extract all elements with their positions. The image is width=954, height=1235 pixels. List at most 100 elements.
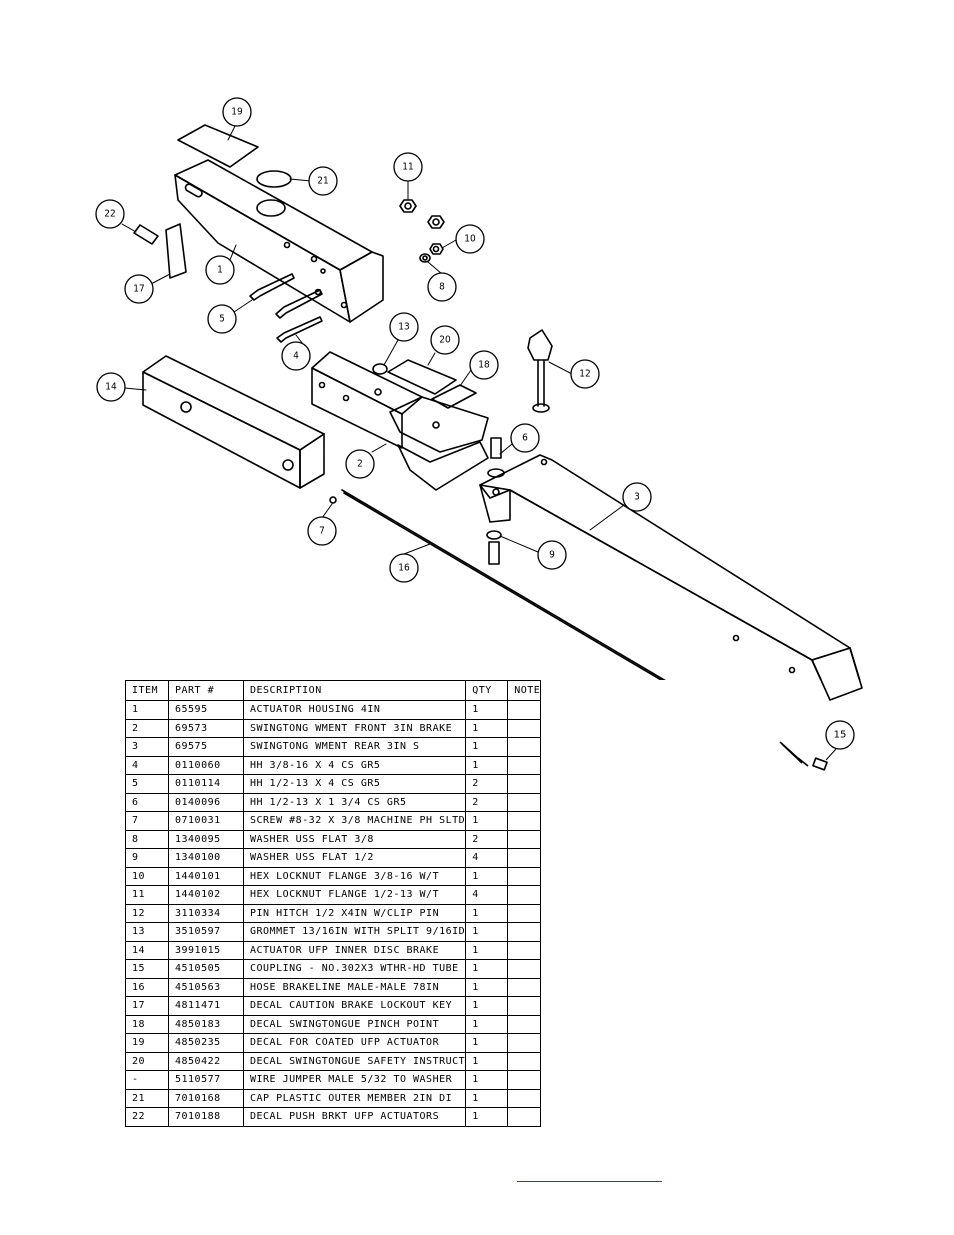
table-cell-item: 4 bbox=[125, 755, 169, 775]
callout-circle bbox=[281, 341, 311, 371]
callout-label: 19 bbox=[231, 107, 243, 118]
decal-18-drawing bbox=[431, 384, 477, 409]
table-cell-item: 14 bbox=[125, 940, 169, 960]
table-cell-desc: DECAL CAUTION BRAKE LOCKOUT KEY bbox=[242, 996, 467, 1016]
callout-label: 22 bbox=[104, 209, 115, 220]
table-cell-part: 0110114 bbox=[168, 774, 244, 794]
table-cell-note bbox=[507, 700, 542, 720]
table-cell-qty: 1 bbox=[465, 755, 509, 775]
table-cell-qty: 4 bbox=[465, 885, 509, 905]
table-cell-item: 3 bbox=[125, 737, 169, 757]
screw-drawing bbox=[329, 496, 337, 504]
column-header: DESCRIPTION bbox=[242, 680, 467, 701]
table-cell-desc: DECAL FOR COATED UFP ACTUATOR bbox=[242, 1033, 467, 1053]
inner-actuator-drawing bbox=[142, 355, 325, 489]
table-cell-item: 11 bbox=[125, 885, 169, 905]
table-cell-qty: 1 bbox=[465, 718, 509, 738]
actuator-housing-drawing bbox=[174, 159, 384, 323]
table-cell-item: 16 bbox=[125, 977, 169, 997]
table-cell-part: 4510505 bbox=[168, 959, 244, 979]
table-cell-qty: 1 bbox=[465, 922, 509, 942]
table-cell-qty: 1 bbox=[465, 1051, 509, 1071]
table-cell-qty: 1 bbox=[465, 1107, 509, 1127]
table-cell-part: 0710031 bbox=[168, 811, 244, 831]
decal-17-drawing bbox=[165, 223, 187, 279]
callout-circle bbox=[622, 482, 652, 512]
table-cell-item: 17 bbox=[125, 996, 169, 1016]
callout-circle bbox=[455, 224, 485, 254]
callout-label: 12 bbox=[579, 369, 590, 380]
callout-circle bbox=[307, 516, 337, 546]
nuts-drawing bbox=[399, 199, 445, 263]
table-cell-qty: 1 bbox=[465, 996, 509, 1016]
table-cell-part: 4850183 bbox=[168, 1014, 244, 1034]
table-cell-note bbox=[507, 718, 542, 738]
callout-label: 11 bbox=[402, 162, 413, 173]
table-cell-desc: DECAL SWINGTONGUE PINCH POINT bbox=[242, 1014, 467, 1034]
callout-label: 20 bbox=[439, 335, 451, 346]
pin-hitch-drawing bbox=[527, 329, 553, 413]
hyperlink-underline[interactable] bbox=[517, 1181, 662, 1182]
callout-label: 14 bbox=[105, 382, 117, 393]
callout-label: 10 bbox=[464, 234, 476, 245]
table-cell-desc: ACTUATOR HOUSING 4IN bbox=[242, 700, 467, 720]
table-cell-part: 1340100 bbox=[168, 848, 244, 868]
callout-label: 1 bbox=[217, 265, 223, 276]
table-cell-item: 13 bbox=[125, 922, 169, 942]
table-cell-qty: 2 bbox=[465, 774, 509, 794]
exploded-parts-diagram: 19 21 11 22 10 17 1 8 5 13 20 4 18 12 14… bbox=[95, 97, 861, 680]
table-cell-part: 0110060 bbox=[168, 755, 244, 775]
table-cell-part: 4811471 bbox=[168, 996, 244, 1016]
callout-circle bbox=[96, 372, 126, 402]
table-cell-qty: 1 bbox=[465, 737, 509, 757]
callout-circle bbox=[389, 553, 419, 583]
table-cell-note bbox=[507, 792, 542, 812]
table-cell-item: 1 bbox=[125, 700, 169, 720]
table-cell-desc: COUPLING - NO.302X3 WTHR-HD TUBE bbox=[242, 959, 467, 979]
table-cell-desc: DECAL PUSH BRKT UFP ACTUATORS bbox=[242, 1107, 467, 1127]
table-cell-item: 18 bbox=[125, 1014, 169, 1034]
table-cell-item: 15 bbox=[125, 959, 169, 979]
table-cell-note bbox=[507, 737, 542, 757]
table-cell-qty: 1 bbox=[465, 1070, 509, 1090]
grommet-drawing bbox=[372, 363, 388, 375]
column-header: QTY bbox=[465, 680, 509, 701]
callout-circle bbox=[393, 152, 423, 182]
table-cell-note bbox=[507, 903, 542, 923]
table-cell-item: 6 bbox=[125, 792, 169, 812]
callout-label: 9 bbox=[549, 550, 555, 561]
table-cell-note bbox=[507, 1107, 542, 1127]
table-cell-qty: 2 bbox=[465, 792, 509, 812]
callout-circle bbox=[469, 350, 499, 380]
callout-label: 18 bbox=[478, 360, 490, 371]
table-cell-note bbox=[507, 1033, 542, 1053]
table-cell-note bbox=[507, 996, 542, 1016]
column-header: PART # bbox=[168, 680, 244, 701]
table-cell-part: 4510563 bbox=[168, 977, 244, 997]
table-cell-qty: 1 bbox=[465, 1014, 509, 1034]
table-cell-qty: 1 bbox=[465, 700, 509, 720]
callout-label: 3 bbox=[634, 492, 640, 503]
table-cell-qty: 1 bbox=[465, 811, 509, 831]
table-cell-note bbox=[507, 774, 542, 794]
callout-circle bbox=[207, 304, 237, 334]
table-cell-note bbox=[507, 1051, 542, 1071]
table-cell-qty: 1 bbox=[465, 903, 509, 923]
table-cell-desc: WIRE JUMPER MALE 5/32 TO WASHER bbox=[242, 1070, 467, 1090]
table-cell-desc: HH 1/2-13 X 1 3/4 CS GR5 bbox=[242, 792, 467, 812]
table-cell-qty: 1 bbox=[465, 1088, 509, 1108]
table-cell-part: 69573 bbox=[168, 718, 244, 738]
callout-label: 17 bbox=[133, 284, 144, 295]
leader-lines bbox=[121, 123, 625, 555]
